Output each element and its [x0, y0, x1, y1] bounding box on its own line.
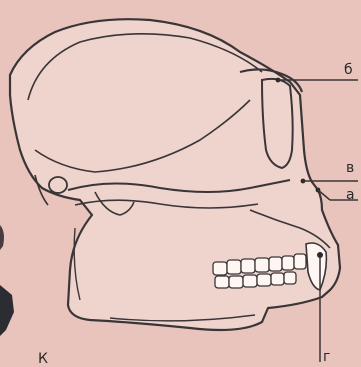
label-b: б: [344, 63, 353, 77]
left-edge-fragment: [0, 285, 14, 336]
label-g: г: [323, 350, 330, 364]
partial-caption-letter: К: [38, 352, 48, 366]
label-v: в: [346, 161, 354, 175]
ear-opening: [49, 177, 67, 193]
eye-socket: [262, 79, 293, 168]
label-a: а: [346, 188, 355, 202]
left-edge-fragment-2: [0, 225, 4, 250]
canine-point-g: [317, 252, 323, 258]
